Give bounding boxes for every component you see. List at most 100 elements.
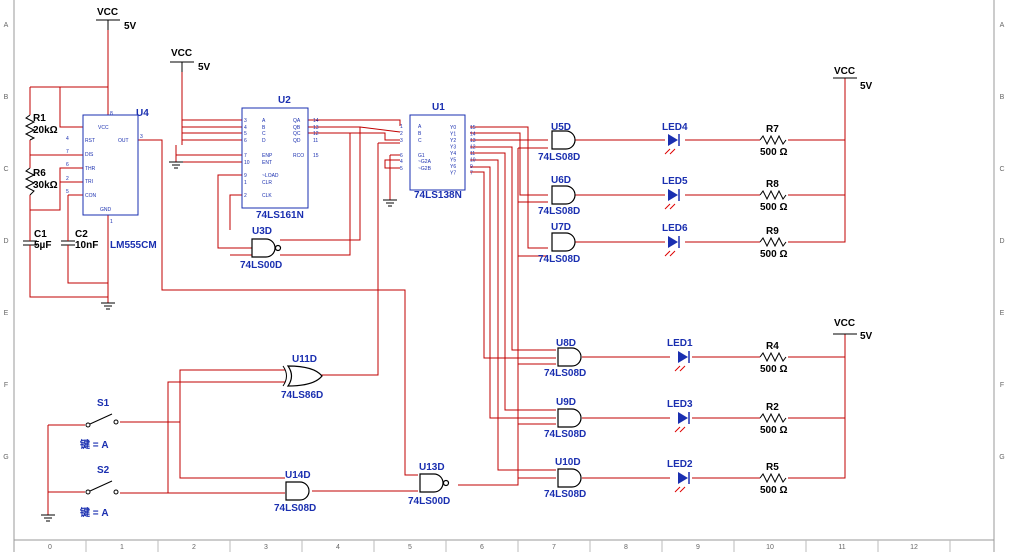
pin-number: 6 — [244, 138, 247, 144]
gate-ref: U13D — [419, 462, 445, 473]
pin-name: OUT — [118, 138, 129, 144]
pin-name: Y6 — [450, 164, 456, 170]
column-label: 6 — [480, 544, 484, 551]
row-label: D — [3, 238, 8, 245]
led-label: LED6 — [662, 223, 688, 234]
ic-part: LM555CM — [110, 240, 157, 251]
gate-part: 74LS08D — [544, 368, 586, 379]
led-label: LED4 — [662, 122, 688, 133]
switch-s1 — [85, 413, 119, 428]
row-label: C — [3, 166, 8, 173]
gate-part: 74LS08D — [538, 254, 580, 265]
gate-ref: U5D — [551, 122, 571, 133]
gate-u5d — [551, 130, 576, 150]
pin-name: QD — [293, 138, 301, 144]
column-label: 4 — [336, 544, 340, 551]
pin-number: 9 — [244, 173, 247, 179]
pin-name: C — [418, 138, 422, 144]
pin-number: 6 — [66, 162, 69, 168]
resistor-value: 500 Ω — [760, 364, 787, 375]
pin-number: 11 — [313, 138, 318, 144]
pin-name: CLR — [262, 180, 272, 186]
led-label: LED2 — [667, 459, 693, 470]
pin-number: 2 — [66, 176, 69, 182]
pin-number: 3 — [140, 134, 143, 140]
vcc-555: VCC 5V — [96, 7, 137, 32]
pin-number: 13 — [313, 125, 319, 131]
gate-ref: U11D — [292, 354, 317, 365]
resistor-value: 500 Ω — [760, 147, 787, 158]
pin-number: 4 — [400, 159, 403, 165]
pin-number: 5 — [244, 131, 247, 137]
pin-name: B — [418, 131, 422, 137]
gate-u9d — [557, 408, 582, 428]
pin-number: 15 — [313, 153, 319, 159]
pin-number: 12 — [313, 131, 319, 137]
vcc-label: VCC — [97, 7, 118, 18]
pin-number: 10 — [244, 160, 250, 166]
column-label: 10 — [766, 544, 774, 551]
gate-part: 74LS08D — [538, 152, 580, 163]
pin-name: RST — [85, 138, 95, 144]
pin-name: QA — [293, 118, 301, 124]
led-led2: LED2 — [667, 459, 693, 493]
pin-number: 5 — [400, 166, 403, 172]
resistor-ref: R5 — [766, 462, 779, 473]
gate-labels: U5D 74LS08D U6D 74LS08D U7D 74LS08D U8D … — [240, 122, 586, 514]
column-label: 7 — [552, 544, 556, 551]
column-label: 3 — [264, 544, 268, 551]
pin-number: 7 — [66, 149, 69, 155]
row-label: D — [999, 238, 1004, 245]
pin-name: DIS — [85, 152, 94, 158]
pin-name: GND — [100, 207, 112, 213]
resistor-ref: R4 — [766, 341, 779, 352]
row-label: E — [4, 310, 9, 317]
ic-part: 74LS138N — [414, 190, 462, 201]
led-led4: LED4 — [662, 122, 688, 155]
pin-number: 12 — [470, 145, 476, 151]
row-label: F — [4, 382, 8, 389]
resistor-ref: R7 — [766, 124, 779, 135]
resistor-ref: R2 — [766, 402, 779, 413]
pin-name: Y2 — [450, 138, 456, 144]
column-label: 2 — [192, 544, 196, 551]
vcc-voltage: 5V — [860, 331, 873, 342]
row-label: G — [3, 454, 8, 461]
pin-name: D — [262, 138, 266, 144]
pin-name: Y0 — [450, 125, 456, 131]
pin-name: TRI — [85, 179, 93, 185]
gate-part: 74LS08D — [544, 429, 586, 440]
switch-ref: S2 — [97, 465, 110, 476]
pin-name: A — [418, 124, 422, 130]
row-label: B — [1000, 94, 1005, 101]
capacitor-c1: C1 5µF — [23, 229, 51, 254]
gate-ref: U10D — [555, 457, 581, 468]
component-ref: R6 — [33, 168, 46, 179]
gate-ref: U9D — [556, 397, 576, 408]
pin-number: 1 — [400, 124, 403, 130]
pin-name: C — [262, 131, 266, 137]
gate-u7d — [551, 232, 576, 252]
column-label: 5 — [408, 544, 412, 551]
gate-u14d — [285, 481, 310, 501]
row-label: E — [1000, 310, 1005, 317]
resistor-r1: R1 20kΩ — [24, 113, 58, 141]
pin-number: 8 — [110, 111, 113, 117]
ic-ref: U2 — [278, 95, 291, 106]
pin-number: 2 — [244, 193, 247, 199]
switch-key: 键 = A — [79, 438, 109, 451]
row-label: F — [1000, 382, 1004, 389]
row-label: B — [4, 94, 9, 101]
gate-u13d — [419, 473, 450, 493]
vcc-label: VCC — [171, 48, 192, 59]
vcc-voltage: 5V — [198, 62, 211, 73]
pin-number: 1 — [244, 180, 247, 186]
vcc-u2: VCC 5V — [170, 48, 211, 73]
column-label: 11 — [838, 544, 845, 551]
